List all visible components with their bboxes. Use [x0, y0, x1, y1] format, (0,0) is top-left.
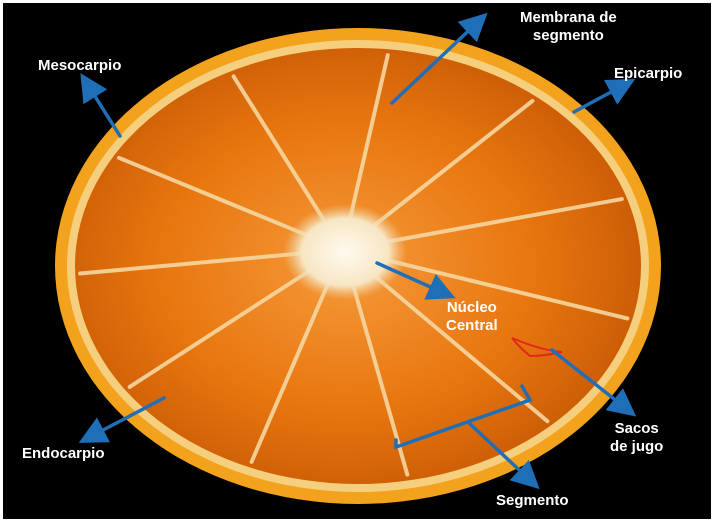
label-nucleo-line2: Central	[446, 317, 498, 335]
label-nucleo-line1: Núcleo	[446, 299, 498, 317]
label-membrana-de-segmento: Membrana de segmento	[520, 9, 617, 45]
label-mesocarpio-text: Mesocarpio	[38, 57, 121, 75]
label-mesocarpio: Mesocarpio	[38, 57, 121, 75]
nucleo-central	[283, 204, 407, 300]
label-epicarpio-text: Epicarpio	[614, 65, 682, 83]
label-segmento: Segmento	[496, 492, 569, 510]
label-nucleo-central: Núcleo Central	[446, 299, 498, 335]
label-sacos-line2: de jugo	[610, 438, 663, 456]
label-membrana-line1: Membrana de	[520, 9, 617, 27]
label-endocarpio: Endocarpio	[22, 445, 105, 463]
label-sacos-de-jugo: Sacos de jugo	[610, 420, 663, 456]
label-segmento-text: Segmento	[496, 492, 569, 510]
label-endocarpio-text: Endocarpio	[22, 445, 105, 463]
label-epicarpio: Epicarpio	[614, 65, 682, 83]
label-membrana-line2: segmento	[520, 27, 617, 45]
label-sacos-line1: Sacos	[610, 420, 663, 438]
